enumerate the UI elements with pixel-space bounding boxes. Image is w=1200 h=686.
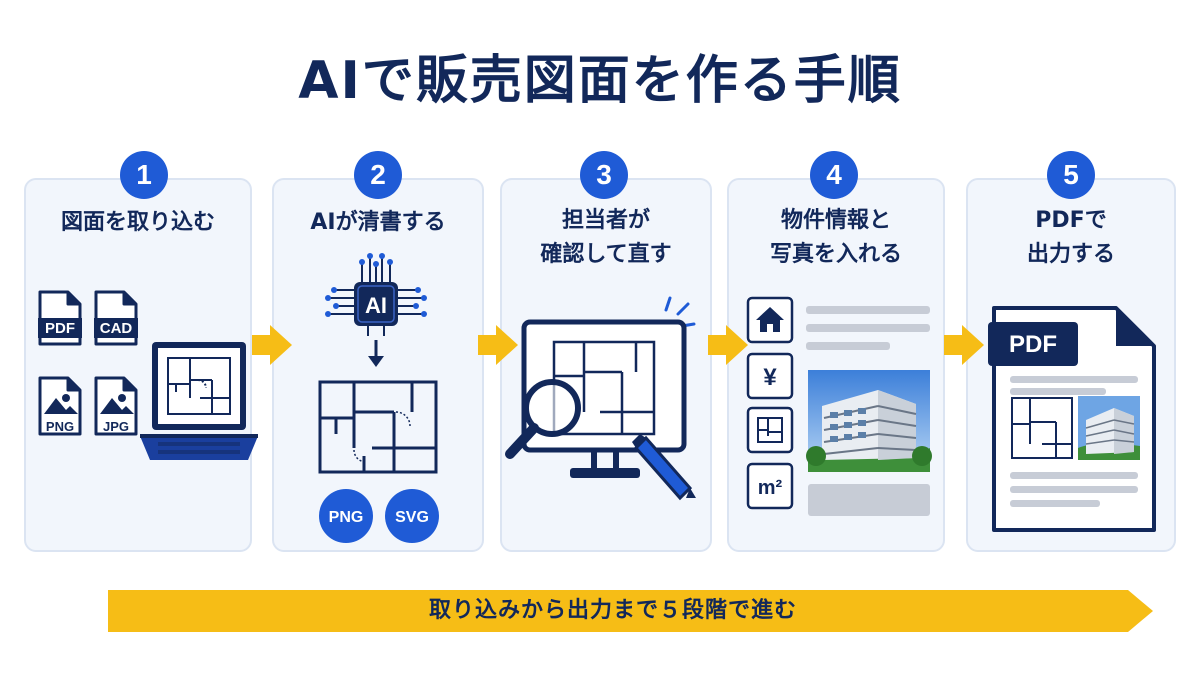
output-png-label: PNG xyxy=(329,509,364,526)
floorplan-icon xyxy=(318,380,438,474)
building-photo xyxy=(806,370,932,472)
pdf-document-icon: PDF xyxy=(988,306,1156,532)
output-svg-label: SVG xyxy=(395,509,429,526)
yen-symbol: ¥ xyxy=(763,364,777,391)
step-card-2 xyxy=(272,178,484,552)
square-meter-icon: m² xyxy=(746,462,794,510)
area-unit: m² xyxy=(758,477,783,499)
pdf-badge xyxy=(988,322,1078,366)
floorplan-icon xyxy=(167,357,231,415)
step-label-2: AIが清書する xyxy=(310,210,446,235)
flow-arrow-1-2 xyxy=(252,325,292,365)
yen-icon: ¥ xyxy=(746,352,794,400)
page-title: AIで販売図面を作る手順 xyxy=(298,51,902,111)
file-type-png: PNG xyxy=(46,419,74,434)
step-number-3: 3 xyxy=(580,151,628,199)
ai-chip-label: AI xyxy=(365,293,387,318)
footer-banner-text: 取り込みから出力まで５段階で進む xyxy=(428,598,797,623)
step-label-4: 物件情報と 写真を入れる xyxy=(769,208,902,267)
file-type-cad: CAD xyxy=(100,320,133,337)
step-label-1: 図面を取り込む xyxy=(60,210,215,235)
ai-chip-icon: AI xyxy=(325,253,427,336)
pencil-icon xyxy=(632,434,696,501)
text-placeholder-lines xyxy=(806,306,930,350)
output-badge-svg: SVG xyxy=(385,489,439,543)
flow-arrow-2-3 xyxy=(478,325,518,365)
step-number-2: 2 xyxy=(354,151,402,199)
house-icon xyxy=(746,296,794,344)
file-type-jpg: JPG xyxy=(103,419,129,434)
laptop-icon xyxy=(140,342,258,460)
file-icon-pdf: PDF xyxy=(38,290,82,346)
step-number-1: 1 xyxy=(120,151,168,199)
image-icon xyxy=(62,394,70,402)
flow-arrow-4-5 xyxy=(944,325,984,365)
footer-banner-arrow xyxy=(108,590,1153,632)
building-photo xyxy=(1078,396,1140,460)
output-badge-png: PNG xyxy=(319,489,373,543)
file-icon-png: PNG xyxy=(38,376,82,436)
floorplan-icon xyxy=(1011,397,1073,459)
file-type-pdf: PDF xyxy=(45,320,75,337)
pdf-badge-label: PDF xyxy=(1009,331,1057,358)
step-number-5: 5 xyxy=(1047,151,1095,199)
file-icon-jpg: JPG xyxy=(94,376,138,436)
gray-placeholder-bar xyxy=(808,484,930,516)
image-icon xyxy=(118,394,126,402)
file-icon-cad: CAD xyxy=(94,290,138,346)
step-label-5: PDFで 出力する xyxy=(1026,208,1115,267)
down-arrow-icon xyxy=(368,340,384,367)
step-label-3: 担当者が 確認して直す xyxy=(540,208,672,267)
floorplan-icon xyxy=(746,406,794,454)
monitor-review-icon xyxy=(505,296,696,501)
magnifier-icon xyxy=(505,379,581,459)
step-number-4: 4 xyxy=(810,151,858,199)
flow-arrow-3-4 xyxy=(708,325,748,365)
